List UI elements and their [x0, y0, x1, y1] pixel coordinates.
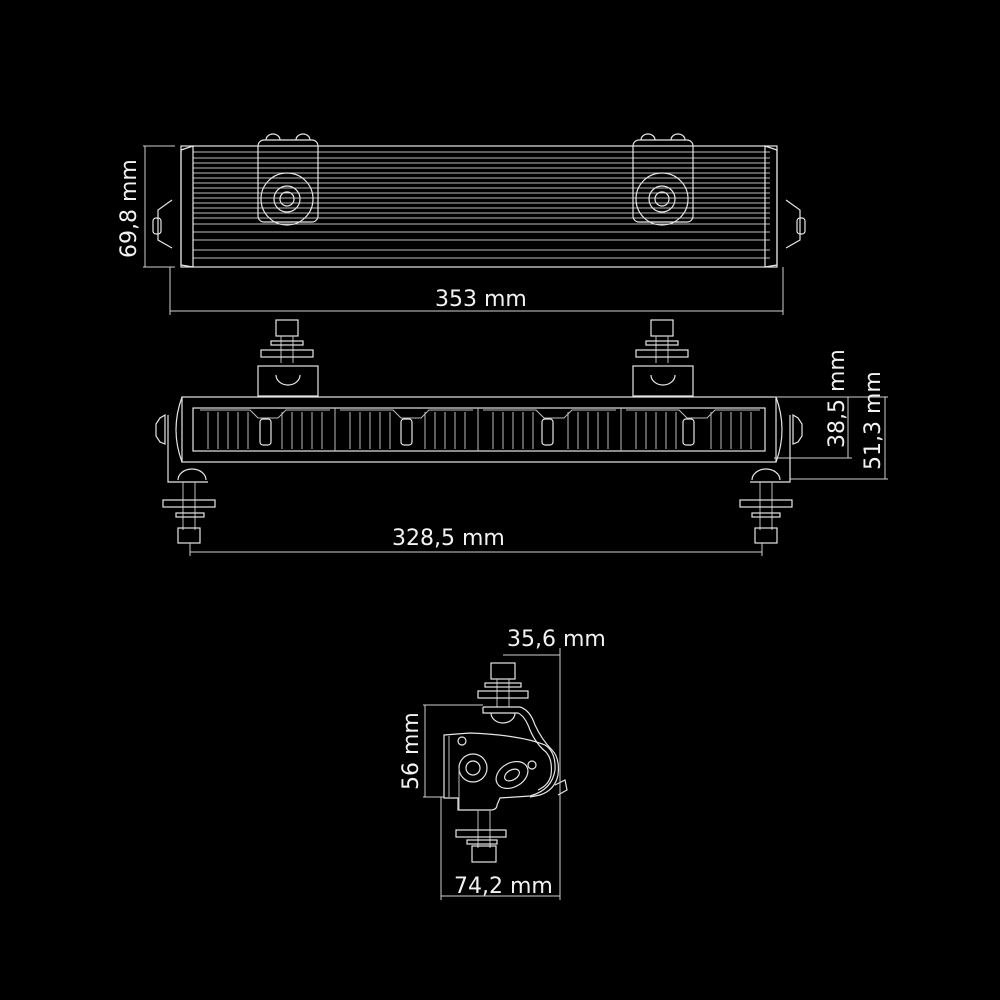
dim-label-38-5: 38,5 mm — [825, 349, 850, 448]
dimension-height-top: 69,8 mm — [117, 145, 175, 268]
dim-label-35-6: 35,6 mm — [507, 627, 606, 652]
dimension-depth: 74,2 mm — [440, 797, 560, 900]
dim-label-69-8: 69,8 mm — [117, 159, 142, 258]
top-view: 69,8 mm 353 mm — [117, 133, 806, 315]
front-bolt-top-right — [632, 319, 694, 397]
dim-label-56: 56 mm — [399, 712, 424, 790]
front-view: 328,5 mm 38,5 mm 51,3 mm — [155, 319, 888, 556]
front-bolt-bottom-right — [739, 415, 793, 544]
dimension-offset: 35,6 mm — [503, 627, 606, 900]
dim-label-74-2: 74,2 mm — [454, 874, 553, 899]
drl-strips — [259, 418, 695, 446]
dim-label-328-5: 328,5 mm — [392, 526, 505, 551]
top-bracket-right — [632, 133, 694, 226]
dimension-total-height: 51,3 mm — [790, 371, 888, 480]
dimension-side-height: 56 mm — [399, 704, 483, 798]
front-bolt-bottom-left — [162, 415, 216, 544]
dimension-width-top: 353 mm — [169, 267, 784, 315]
front-bolt-top-left — [257, 319, 319, 397]
side-view: 35,6 mm 56 mm 74,2 mm — [399, 627, 606, 900]
top-bracket-left — [257, 133, 319, 226]
led-modules — [334, 408, 622, 451]
dim-label-353: 353 mm — [435, 287, 527, 312]
dim-label-51-3: 51,3 mm — [861, 371, 886, 470]
dimension-lens-height: 38,5 mm — [774, 349, 852, 459]
dimension-mount-width: 328,5 mm — [189, 526, 763, 556]
